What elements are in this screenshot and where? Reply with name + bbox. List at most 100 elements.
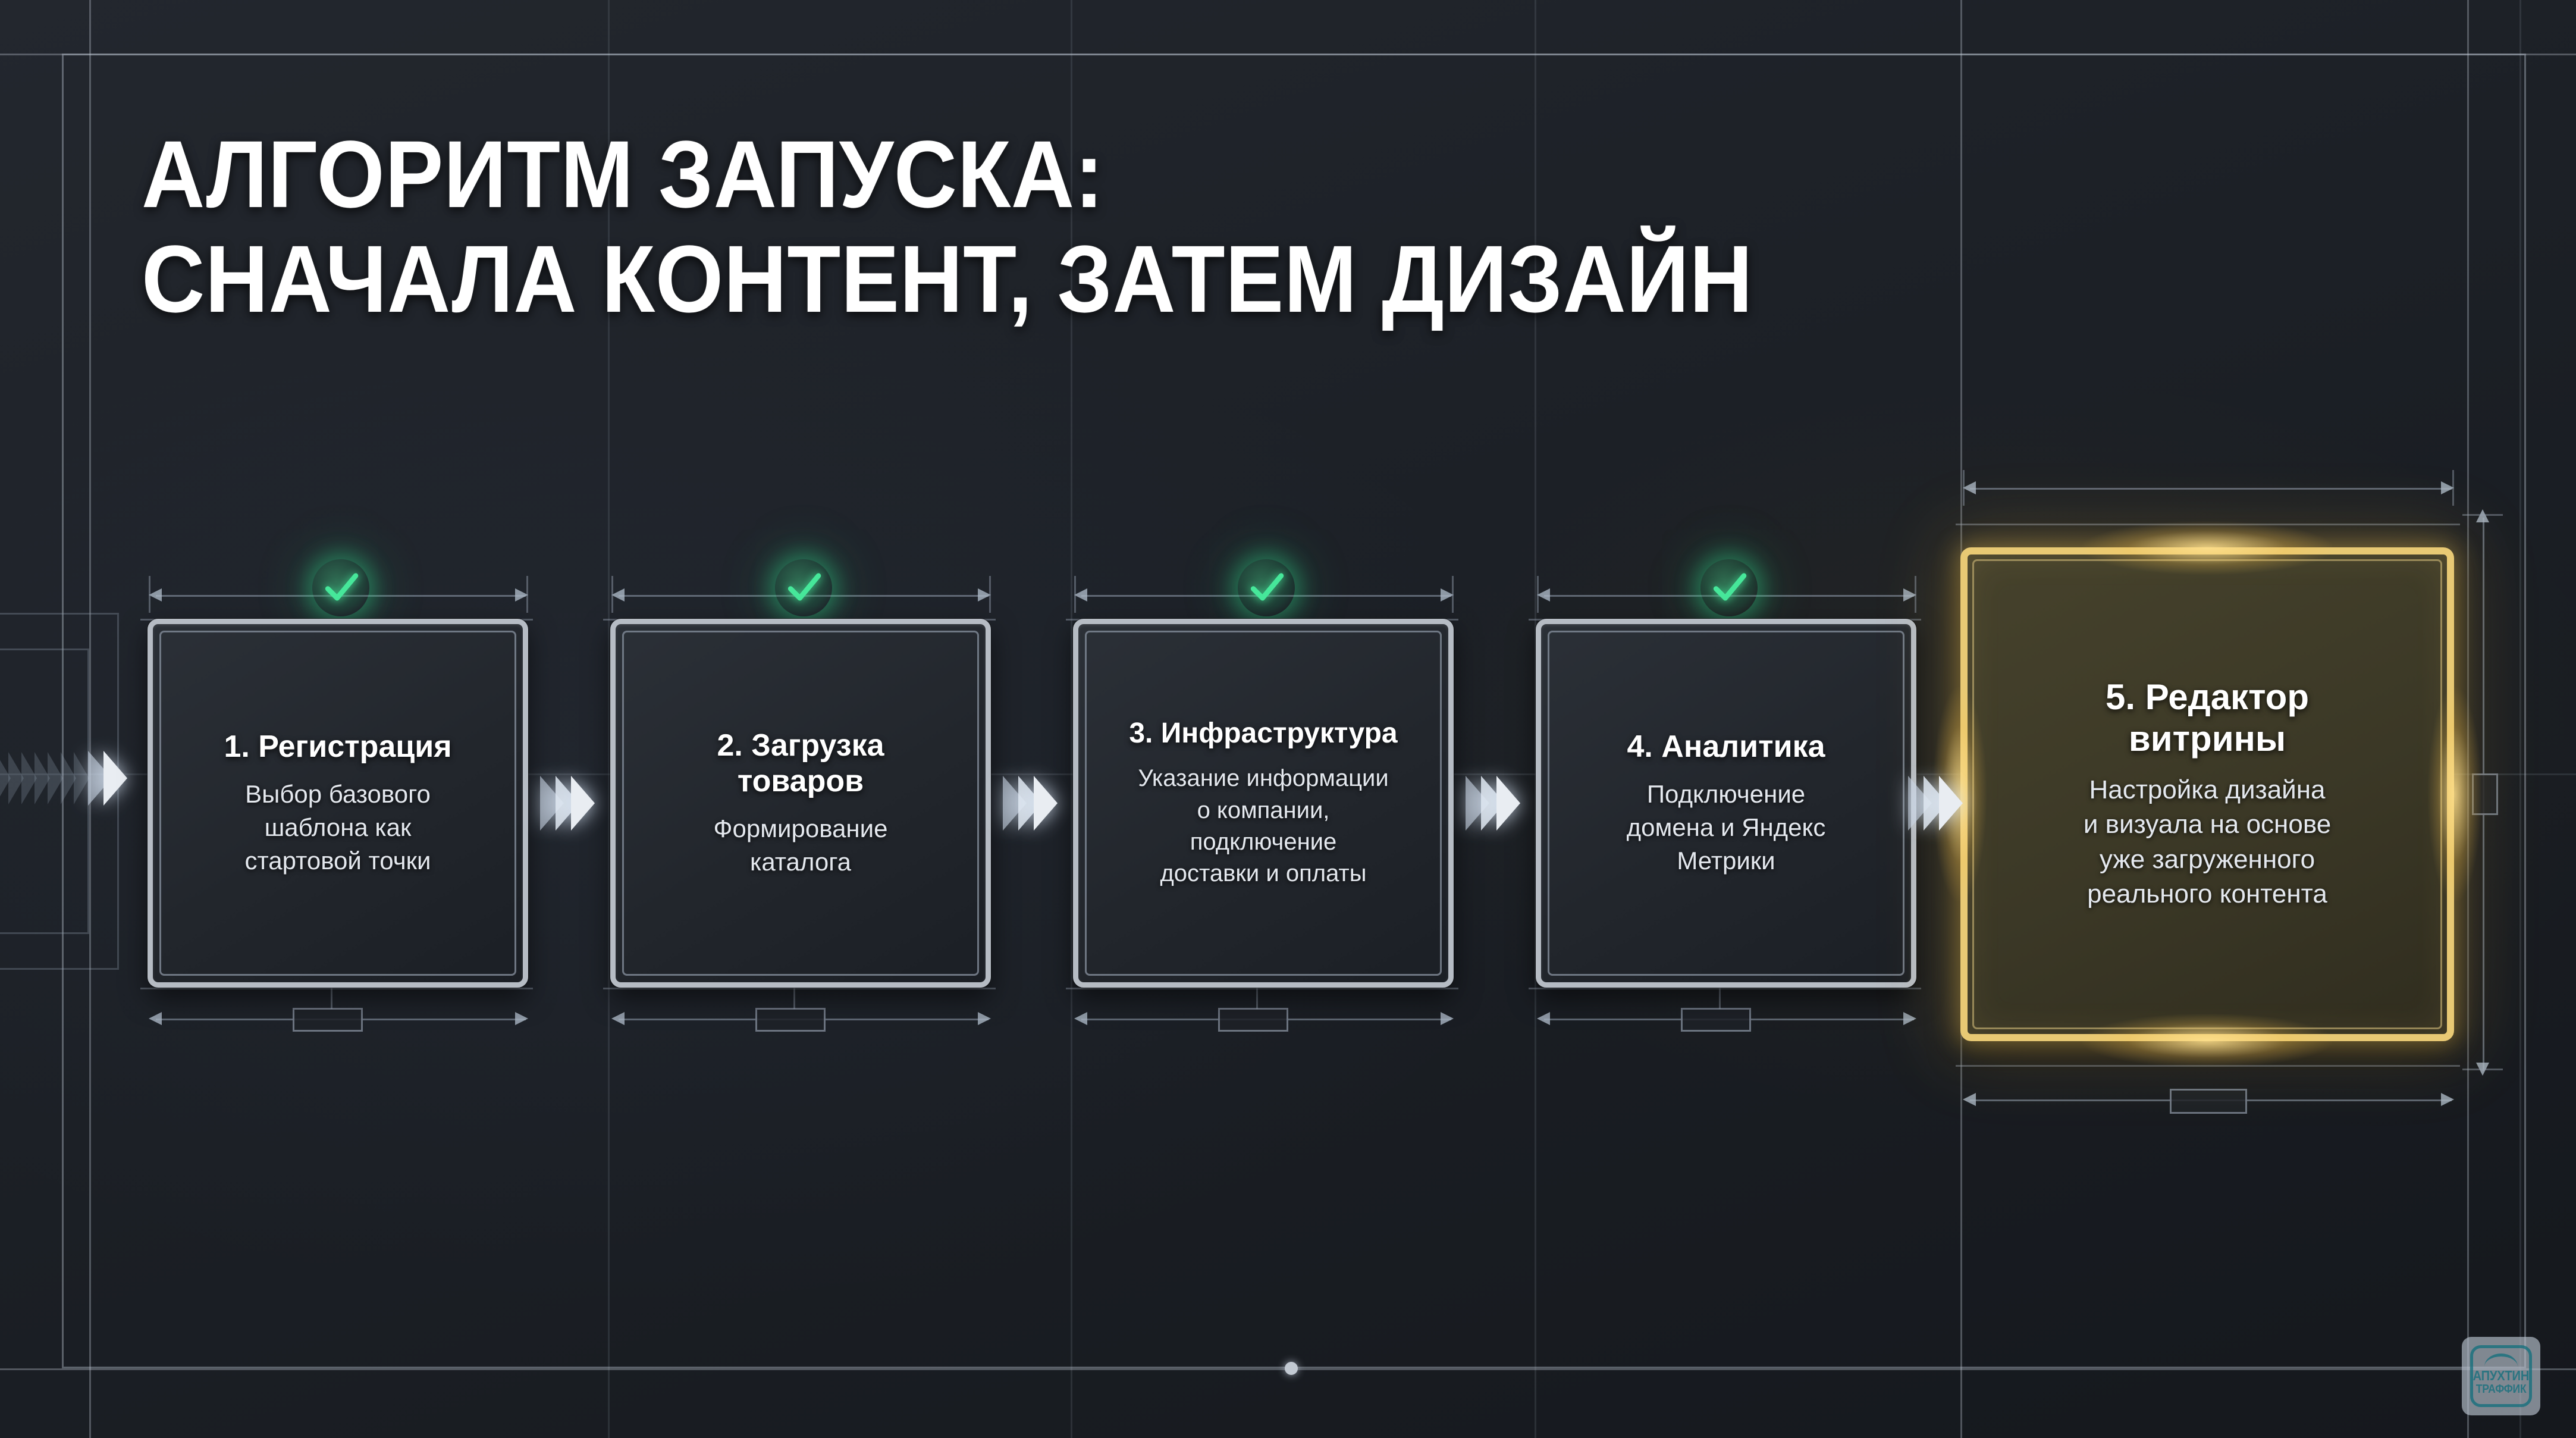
extension-line: [793, 970, 795, 1009]
step-card-3[interactable]: 3. Инфраструктура Указание информации о …: [1073, 619, 1454, 988]
flow-arrow-3-to-4: [1466, 776, 1520, 831]
step-description: Выбор базового шаблона как стартовой точ…: [244, 780, 431, 875]
dimension-label-box: [2170, 1089, 2247, 1114]
extension-line: [1256, 970, 1258, 1009]
extension-line: [1956, 1065, 2460, 1067]
extension-line: [149, 576, 150, 613]
guide-line-vertical: [1535, 0, 1536, 1438]
logo-line-1: АПУХТИН: [2473, 1368, 2530, 1383]
extension-line: [1915, 576, 1916, 613]
dimension-label-box: [293, 1008, 363, 1032]
status-badge-step-3: [1238, 559, 1295, 616]
step-card-2[interactable]: 2. Загрузка товаров Формирование каталог…: [610, 619, 991, 988]
card-content: 5. Редактор витрины Настройка дизайна и …: [1960, 547, 2454, 1041]
dimension-arrow-left: [149, 588, 162, 601]
flow-arrow-2-to-3: [1003, 776, 1058, 831]
dimension-arrow-right: [1441, 588, 1454, 601]
dimension-arrow-left: [1963, 1093, 1976, 1106]
extension-line: [603, 988, 996, 989]
check-icon: [325, 573, 359, 601]
card-inner-border: [1548, 631, 1904, 976]
extension-line: [140, 988, 533, 989]
dimension-arrow-left: [1537, 1012, 1550, 1025]
guide-line-vertical: [1071, 0, 1072, 1438]
extension-line: [1074, 576, 1076, 613]
dimension-arrow-right: [1903, 588, 1916, 601]
dimension-label-box: [1681, 1008, 1751, 1032]
step-title: 1. Регистрация: [224, 729, 452, 765]
frame-marker-dot: [1285, 1362, 1298, 1375]
dimension-line-top: [1970, 488, 2452, 490]
guide-line-vertical: [2467, 0, 2469, 1438]
extension-line: [1963, 470, 1965, 506]
extension-line: [1452, 576, 1454, 613]
status-badge-step-4: [1700, 559, 1758, 616]
dimension-arrow-right: [1441, 1012, 1454, 1025]
logo-line-2: ТРАФФИК: [2475, 1383, 2527, 1396]
flow-arrow-inlet: [88, 751, 127, 806]
guide-line-vertical: [89, 0, 91, 1438]
dimension-label-box: [1218, 1008, 1288, 1032]
dimension-label-box: [2472, 773, 2498, 815]
card-content: 3. Инфраструктура Указание информации о …: [1073, 619, 1454, 988]
card-content: 4. Аналитика Подключение домена и Яндекс…: [1536, 619, 1916, 988]
dimension-label-box: [755, 1008, 826, 1032]
card-border: [1960, 547, 2454, 1041]
dimension-arrow-right: [2441, 1093, 2454, 1106]
card-inner-border: [1085, 631, 1442, 976]
extension-line: [526, 576, 528, 613]
check-icon: [1250, 573, 1284, 601]
status-badge-step-2: [775, 559, 832, 616]
step-description: Формирование каталога: [713, 814, 888, 876]
extension-line: [989, 576, 991, 613]
step-card-5-highlighted[interactable]: 5. Редактор витрины Настройка дизайна и …: [1933, 521, 2481, 1067]
extension-line: [2462, 514, 2503, 516]
dimension-arrow-right: [515, 1012, 528, 1025]
step-card-4[interactable]: 4. Аналитика Подключение домена и Яндекс…: [1536, 619, 1916, 988]
flow-arrow-1-to-2: [540, 776, 595, 831]
card-content: 2. Загрузка товаров Формирование каталог…: [610, 619, 991, 988]
dimension-arrow-down: [2476, 1063, 2489, 1076]
dimension-arrow-left: [611, 1012, 625, 1025]
page-title: АЛГОРИТМ ЗАПУСКА: СНАЧАЛА КОНТЕНТ, ЗАТЕМ…: [142, 121, 1753, 332]
step-title: 2. Загрузка товаров: [717, 728, 884, 799]
guide-line-horizontal: [0, 54, 2576, 55]
step-card-1[interactable]: 1. Регистрация Выбор базового шаблона ка…: [148, 619, 528, 988]
dimension-arrow-left: [1074, 1012, 1087, 1025]
card-border: [610, 619, 991, 988]
dimension-arrow-left: [1963, 481, 1976, 494]
signal-arc-icon: [2484, 1354, 2518, 1367]
dimension-arrow-left: [611, 588, 625, 601]
extension-line: [1066, 988, 1458, 989]
step-title: 5. Редактор витрины: [2106, 677, 2309, 759]
dimension-arrow-right: [2441, 481, 2454, 494]
card-inner-border: [622, 631, 979, 976]
dimension-arrow-right: [978, 588, 991, 601]
flow-arrow-4-to-5: [1908, 776, 1963, 831]
logo-frame: АПУХТИН ТРАФФИК: [2470, 1345, 2532, 1407]
extension-line: [611, 576, 613, 613]
extension-line: [1719, 970, 1721, 1009]
extension-line: [1956, 524, 2460, 525]
dimension-arrow-right: [978, 1012, 991, 1025]
extension-line: [331, 970, 332, 1009]
check-icon: [787, 573, 821, 601]
card-border: [1073, 619, 1454, 988]
status-badge-step-1: [312, 559, 369, 616]
card-inner-border: [159, 631, 516, 976]
dimension-arrow-up: [2476, 509, 2489, 522]
card-content: 1. Регистрация Выбор базового шаблона ка…: [148, 619, 528, 988]
guide-line-vertical: [608, 0, 610, 1438]
watermark-logo: АПУХТИН ТРАФФИК: [2462, 1337, 2540, 1415]
dimension-arrow-left: [1074, 588, 1087, 601]
dimension-arrow-left: [1537, 588, 1550, 601]
extension-line: [2462, 1069, 2503, 1070]
dimension-arrow-right: [515, 588, 528, 601]
check-icon: [1713, 573, 1747, 601]
card-border: [148, 619, 528, 988]
step-description: Настройка дизайна и визуала на основе уж…: [2083, 775, 2332, 909]
extension-line: [2452, 470, 2454, 506]
step-description: Подключение домена и Яндекс Метрики: [1626, 780, 1826, 875]
extension-line: [1537, 576, 1539, 613]
